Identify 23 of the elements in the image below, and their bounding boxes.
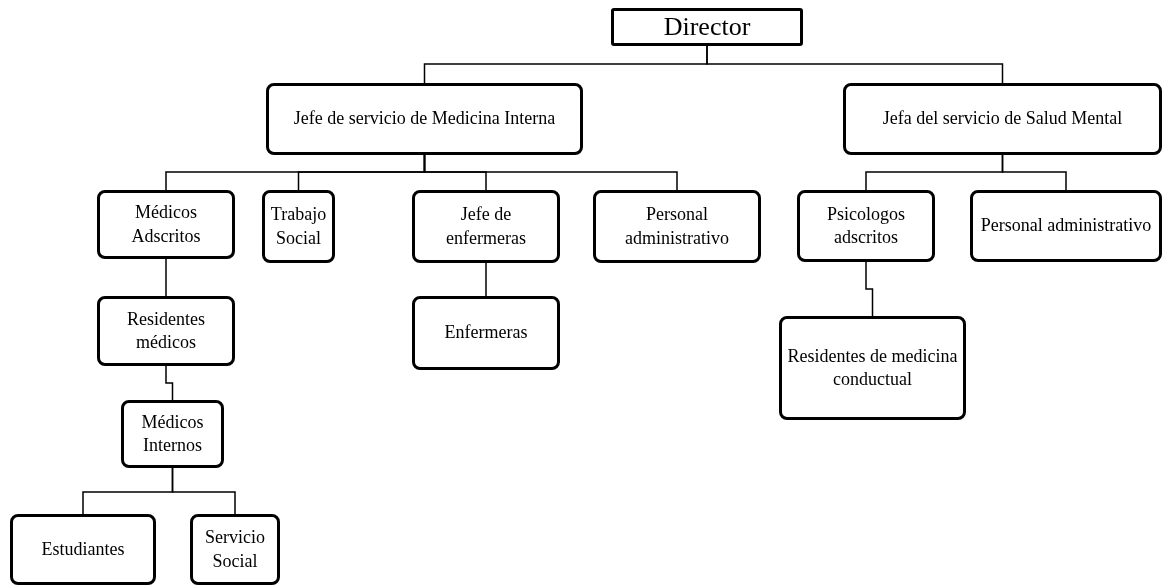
org-box: Estudiantes	[10, 514, 156, 585]
org-box: Residentes médicos	[97, 296, 235, 366]
connector-line	[706, 45, 1004, 84]
org-box: Personal administrativo	[970, 190, 1162, 262]
director-box: Director	[611, 8, 803, 46]
connector-line	[165, 365, 174, 401]
org-box: Servicio Social	[190, 514, 280, 585]
org-box: Médicos Internos	[121, 400, 224, 468]
org-box: Jefa del servicio de Salud Mental	[843, 83, 1162, 155]
org-box: Jefe de servicio de Medicina Interna	[266, 83, 583, 155]
connector-line	[423, 154, 678, 191]
connector-line	[485, 262, 487, 297]
org-box: Psicologos adscritos	[797, 190, 935, 262]
org-box: Personal administrativo	[593, 190, 761, 263]
connector-line	[865, 261, 874, 317]
connector-line	[165, 258, 167, 297]
org-box: Residentes de medicina conductual	[779, 316, 966, 420]
org-box: Médicos Adscritos	[97, 190, 235, 259]
org-box: Enfermeras	[412, 296, 560, 370]
connector-line	[1001, 154, 1067, 191]
org-box: Trabajo Social	[262, 190, 335, 263]
org-box: Jefe de enfermeras	[412, 190, 560, 263]
connector-line	[171, 467, 236, 515]
